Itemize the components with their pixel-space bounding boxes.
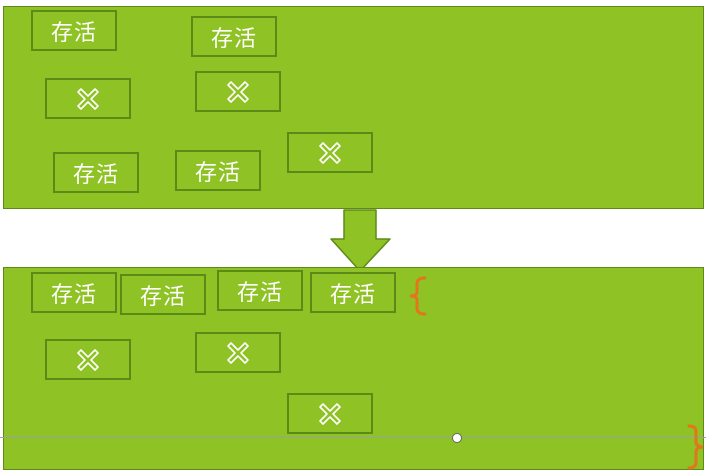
after-panel: 存活 存活 存活 存活: [3, 267, 704, 470]
alive-tile: 存活: [120, 274, 206, 315]
before-panel: 存活 存活 存活 存活: [3, 6, 704, 209]
alive-tile: 存活: [217, 270, 303, 311]
x-cross-icon: [77, 87, 99, 110]
alive-tile: 存活: [175, 150, 261, 191]
alive-label: 存活: [50, 282, 97, 308]
dead-tile: [195, 332, 281, 373]
dead-tile: [287, 132, 373, 173]
dead-tile: [195, 71, 281, 112]
x-cross-icon: [319, 402, 341, 425]
alive-tile: 存活: [31, 272, 117, 313]
x-cross-icon: [227, 341, 249, 364]
alive-tile: 存活: [53, 152, 139, 193]
alive-label: 存活: [329, 282, 376, 308]
alive-tile: 存活: [310, 272, 396, 313]
dead-tile: [45, 78, 131, 119]
down-arrow-icon: [330, 209, 391, 272]
alive-label: 存活: [210, 26, 257, 52]
alive-label: 存活: [139, 284, 186, 310]
guide-line: [0, 437, 706, 438]
dead-tile: [287, 393, 373, 434]
x-cross-icon: [319, 141, 341, 164]
x-cross-icon: [227, 80, 249, 103]
dead-tile: [45, 339, 131, 380]
curly-brace-icon: [409, 276, 427, 316]
alive-label: 存活: [194, 160, 241, 186]
alive-tile: 存活: [31, 10, 117, 51]
alive-label: 存活: [72, 162, 119, 188]
selection-handle[interactable]: [452, 433, 462, 443]
curly-brace-icon: [687, 424, 704, 470]
alive-label: 存活: [236, 280, 283, 306]
alive-label: 存活: [50, 20, 97, 46]
x-cross-icon: [77, 348, 99, 371]
alive-tile: 存活: [191, 16, 277, 57]
